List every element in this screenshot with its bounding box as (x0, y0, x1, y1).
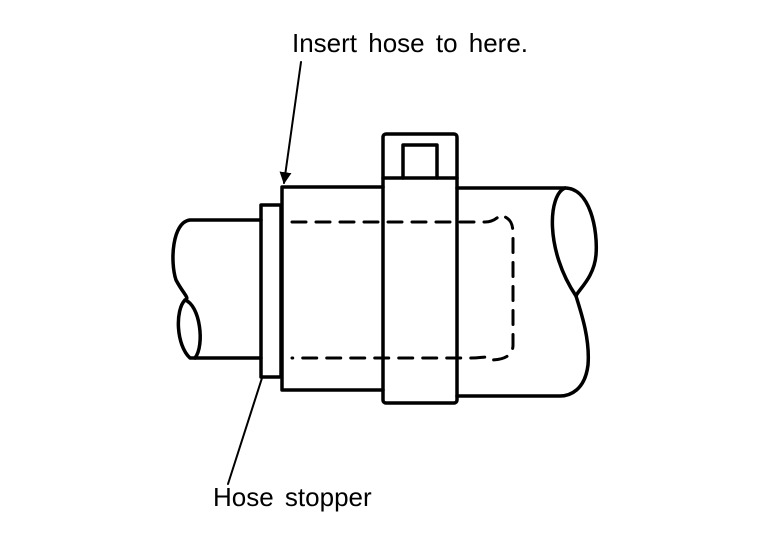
left-pipe (171, 218, 263, 360)
hose-stopper-label: Hose stopper (213, 482, 372, 512)
clamp-band (381, 132, 459, 405)
hose (280, 185, 385, 392)
clamp-screw-head (401, 143, 439, 180)
left-pipe-end-ellipse (183, 298, 202, 360)
stopper-leader-line (227, 377, 263, 485)
inserted-pipe-hidden-line (290, 213, 515, 362)
insert-leader-arrow (279, 61, 302, 185)
hose-stopper (259, 203, 283, 379)
insert-hose-label: Insert hose to here. (292, 28, 529, 58)
right-pipe-end-ellipse (550, 186, 578, 298)
